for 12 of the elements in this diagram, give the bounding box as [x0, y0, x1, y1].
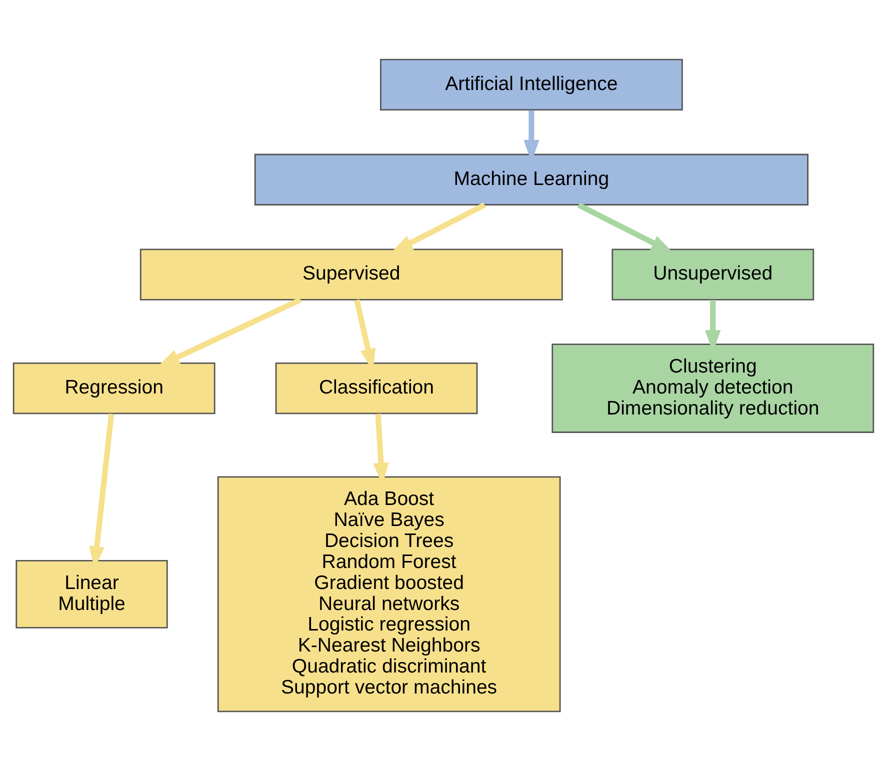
node-box: Regression — [12, 362, 216, 414]
node-box: Ada Boost Naïve Bayes Decision Trees Random Forest Gradient boosted Neural networks Logistic regression K-Nearest Neighbors Quadratic discriminant Support vector machines — [217, 476, 561, 712]
arrow — [157, 296, 302, 366]
node-box: Classification — [275, 362, 478, 414]
node-box: Supervised — [140, 248, 563, 300]
node-box: Clustering Anomaly detection Dimensionality reduction — [552, 343, 874, 432]
arrow — [577, 202, 674, 253]
node-box: Artificial Intelligence — [380, 58, 683, 110]
node-box: Machine Learning — [254, 153, 808, 205]
node-box: Unsupervised — [612, 248, 814, 300]
node-box: Linear Multiple — [16, 559, 168, 628]
arrow — [390, 202, 486, 253]
